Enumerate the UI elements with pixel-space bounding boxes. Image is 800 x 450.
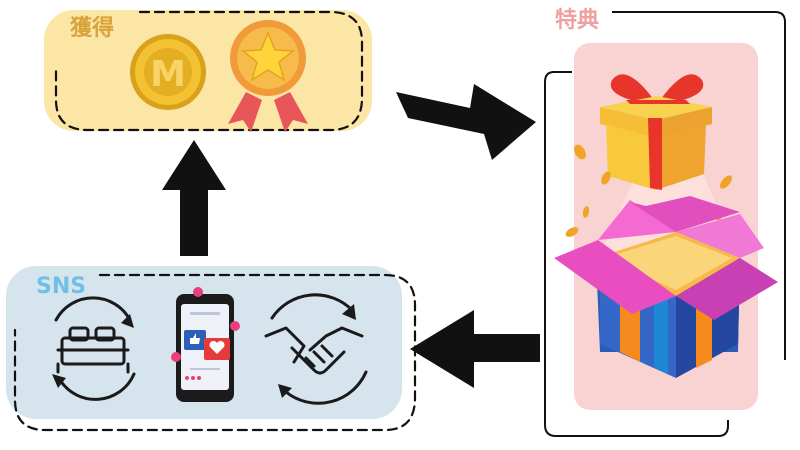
coin-letter: M <box>150 54 186 95</box>
coin-icon: M <box>130 34 206 110</box>
benefit-node: 特典 <box>544 7 786 437</box>
benefit-outline-bottom <box>544 71 729 437</box>
sns-outline <box>13 273 417 432</box>
acquire-node: 獲得 M <box>44 10 372 132</box>
arrow-acquire-to-benefit <box>396 84 536 160</box>
benefit-outline-top <box>612 11 786 360</box>
sns-node: SNS <box>6 266 417 432</box>
arrow-benefit-to-sns <box>410 310 540 388</box>
bed-cycle-icon <box>52 296 136 401</box>
handshake-cycle-icon <box>264 293 368 405</box>
arrow-sns-to-acquire <box>162 140 226 256</box>
medal-icon <box>228 20 308 132</box>
acquire-outline <box>54 10 364 132</box>
acquire-label: 獲得 <box>70 15 114 41</box>
benefit-label: 特典 <box>555 7 599 33</box>
sns-label: SNS <box>36 274 86 299</box>
gift-box-icon <box>600 74 712 190</box>
smartphone-social-icon <box>171 287 240 402</box>
open-gift-box-icon <box>554 196 778 378</box>
